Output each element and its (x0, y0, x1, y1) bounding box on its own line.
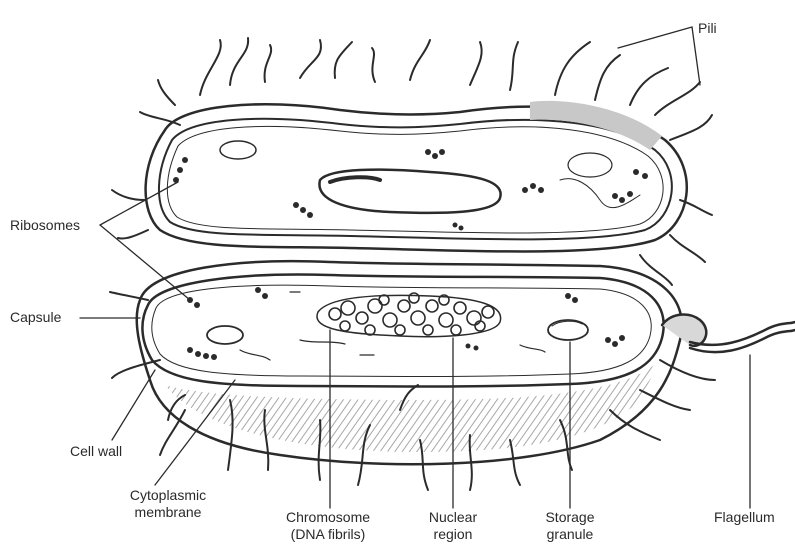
label-nuclear-region-line1: Nuclear (413, 509, 493, 526)
label-chromosome-line2: (DNA fibrils) (268, 526, 388, 543)
label-cytoplasmic-membrane: Cytoplasmic membrane (108, 487, 228, 521)
label-chromosome: Chromosome (DNA fibrils) (268, 509, 388, 543)
flagellum-drawing (662, 315, 795, 353)
label-cytoplasmic-membrane-line1: Cytoplasmic (108, 487, 228, 504)
top-cell (146, 101, 687, 252)
label-nuclear-region-line2: region (413, 526, 493, 543)
label-cell-wall: Cell wall (70, 443, 122, 460)
label-nuclear-region: Nuclear region (413, 509, 493, 543)
label-flagellum: Flagellum (714, 509, 775, 526)
label-storage-granule-line2: granule (530, 526, 610, 543)
label-cytoplasmic-membrane-line2: membrane (108, 504, 228, 521)
label-ribosomes: Ribosomes (10, 217, 80, 234)
label-storage-granule: Storage granule (530, 509, 610, 543)
bottom-cell (110, 261, 715, 490)
label-pili: Pili (698, 20, 717, 37)
label-chromosome-line1: Chromosome (268, 509, 388, 526)
label-capsule: Capsule (10, 309, 61, 326)
label-storage-granule-line1: Storage (530, 509, 610, 526)
